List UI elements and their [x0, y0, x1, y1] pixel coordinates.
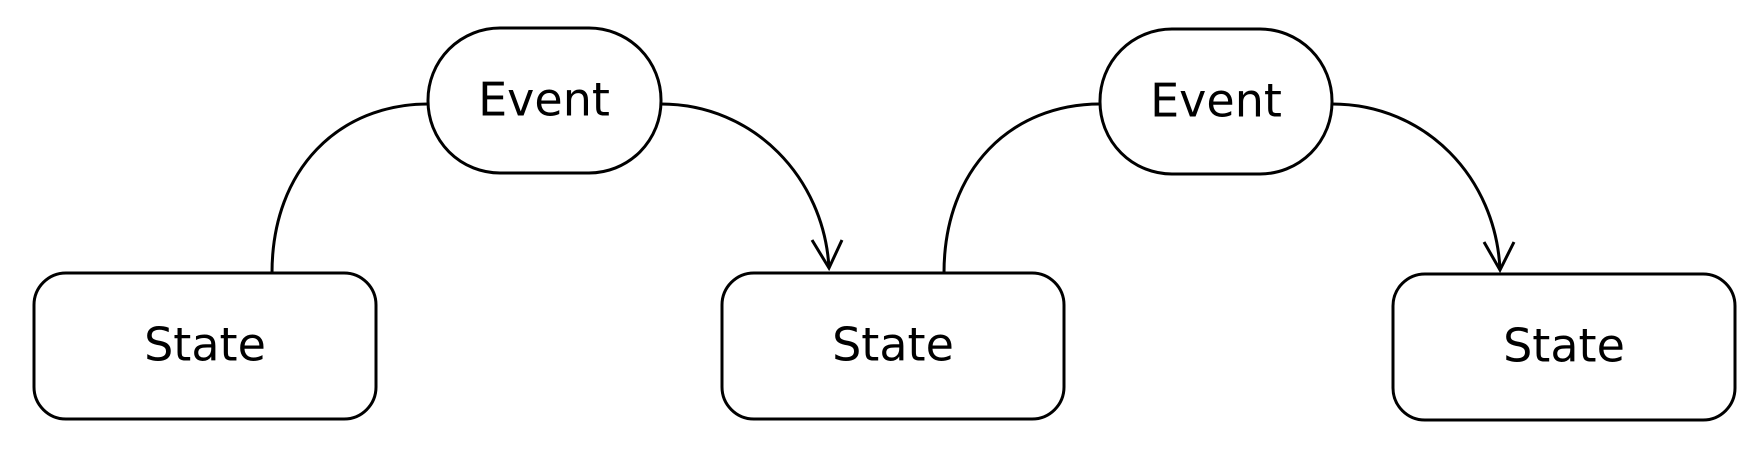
node-state-1: State [32, 271, 378, 421]
state-box [720, 271, 1066, 421]
event-box [426, 26, 663, 175]
edge-event-1-to-state-2 [660, 102, 831, 269]
node-state-3: State [1391, 272, 1737, 422]
node-event-1: Event [426, 26, 663, 175]
event-box [1098, 27, 1334, 176]
state-label: State [1503, 319, 1625, 373]
event-label: Event [478, 73, 610, 127]
state-box [32, 271, 378, 421]
node-state-2: State [720, 271, 1066, 421]
edge-event-2-to-state-3 [1331, 102, 1502, 271]
node-event-2: Event [1098, 27, 1334, 176]
edges [270, 102, 1516, 274]
edge-state-2-to-event-2 [942, 102, 1101, 274]
state-label: State [832, 318, 954, 372]
state-box [1391, 272, 1737, 422]
edge-state-1-to-event-1 [270, 102, 429, 274]
arrowhead-event-2-to-state-3 [1482, 241, 1516, 274]
event-label: Event [1150, 74, 1282, 128]
arrowhead-event-1-to-state-2 [810, 239, 844, 272]
state-label: State [144, 318, 266, 372]
